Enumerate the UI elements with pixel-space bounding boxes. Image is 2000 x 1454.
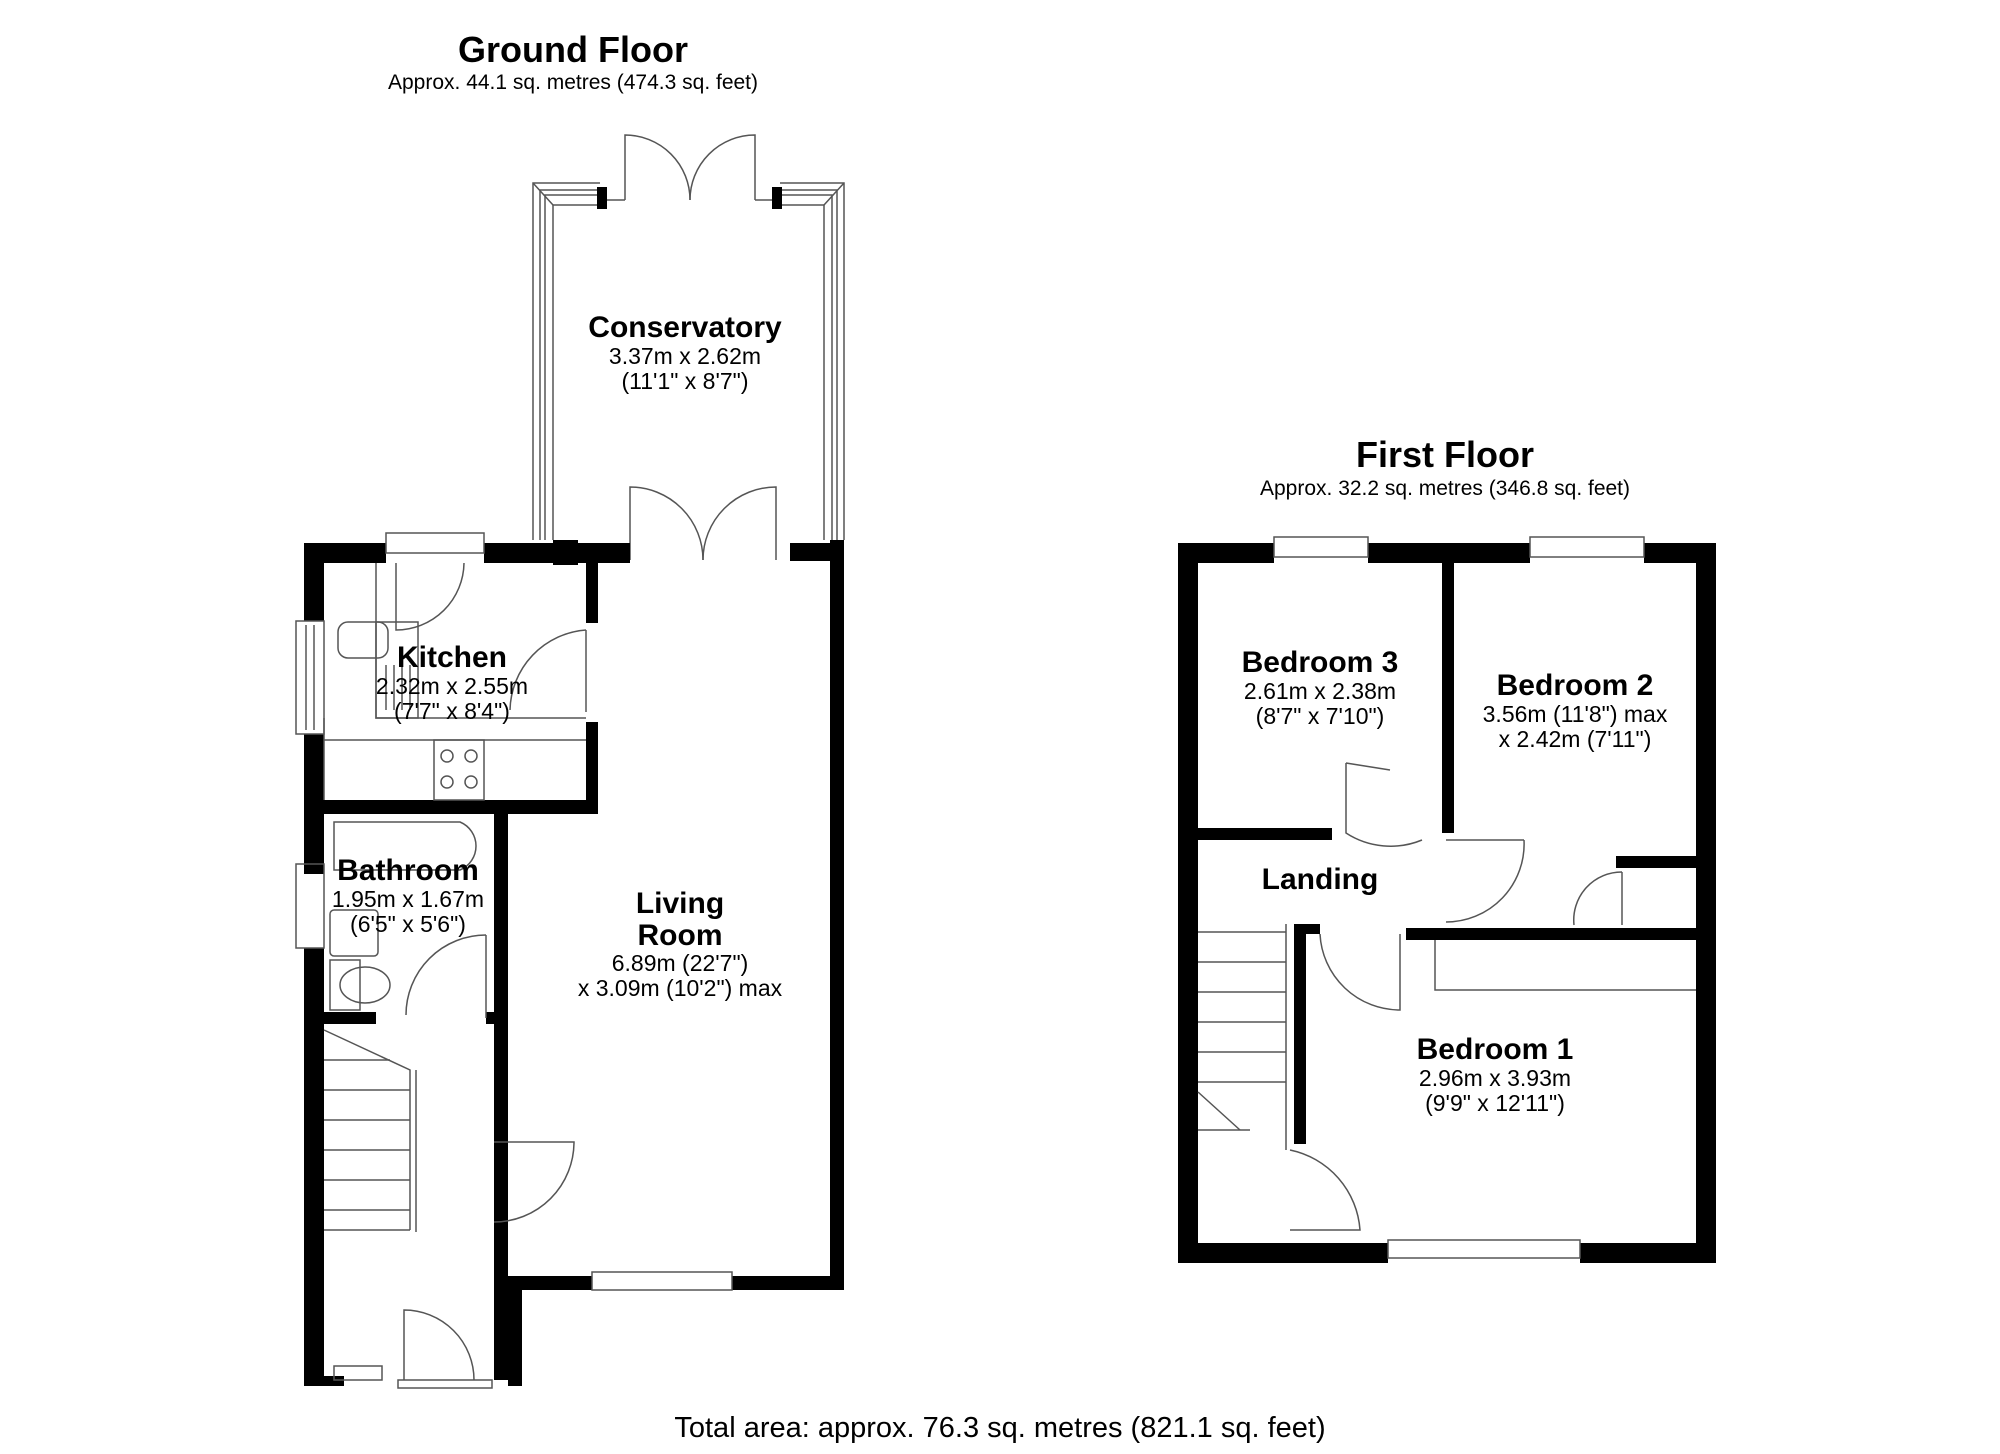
room-dimensions-width: x 2.42m (7'11") <box>1498 725 1652 752</box>
window-icon <box>1273 536 1369 558</box>
room-name: Landing <box>1261 863 1379 896</box>
room-dimensions-width: x 3.09m (10'2") max <box>577 975 783 1002</box>
ground-floor-area: Approx. 44.1 sq. metres (474.3 sq. feet) <box>387 71 759 94</box>
room-name: Bedroom 1 <box>1416 1033 1574 1066</box>
room-dimensions-metric: 1.95m x 1.67m <box>331 885 485 912</box>
room-label-living-room: Living Room 6.89m (22'7") x 3.09m (10'2"… <box>540 888 820 1002</box>
room-label-bedroom-3: Bedroom 3 2.61m x 2.38m (8'7" x 7'10") <box>1220 647 1420 729</box>
room-name: Bedroom 2 <box>1496 669 1654 702</box>
ground-floor-walls <box>304 540 844 1386</box>
room-name-line2: Room <box>637 918 723 952</box>
staircase-icon <box>1197 924 1287 1150</box>
room-name: Bathroom <box>337 854 479 887</box>
window-icon <box>295 863 325 949</box>
room-dimensions-imperial: (9'9" x 12'11") <box>1425 1089 1565 1116</box>
room-dimensions-max: 3.56m (11'8") max <box>1482 700 1668 727</box>
room-name: Kitchen <box>396 641 507 674</box>
conservatory-glazing <box>532 182 845 540</box>
room-label-bedroom-2: Bedroom 2 3.56m (11'8") max x 2.42m (7'1… <box>1455 670 1695 752</box>
window-icon <box>333 1365 383 1381</box>
room-dimensions-metric: 2.96m x 3.93m <box>1418 1064 1572 1091</box>
first-floor-walls <box>1178 543 1716 1263</box>
room-label-bedroom-1: Bedroom 1 2.96m x 3.93m (9'9" x 12'11") <box>1385 1034 1605 1116</box>
door-icon <box>1289 1149 1361 1231</box>
room-dimensions-imperial: (11'1" x 8'7") <box>621 367 749 394</box>
first-floor-area: Approx. 32.2 sq. metres (346.8 sq. feet) <box>1259 477 1631 500</box>
room-name: Conservatory <box>588 311 782 344</box>
hob-icon <box>433 739 485 801</box>
first-floor-fixtures <box>1197 536 1696 1259</box>
total-area: Total area: approx. 76.3 sq. metres (821… <box>674 1412 1326 1444</box>
room-dimensions-metric: 2.61m x 2.38m <box>1243 677 1397 704</box>
front-door-icon <box>403 1309 475 1381</box>
room-dimensions-length: 6.89m (22'7") <box>611 950 749 976</box>
door-icon <box>493 1141 575 1223</box>
room-label-bathroom: Bathroom 1.95m x 1.67m (6'5" x 5'6") <box>318 855 498 937</box>
door-icon <box>1572 871 1623 926</box>
ground-floor-fixtures <box>295 532 733 1389</box>
window-icon <box>591 1271 733 1291</box>
door-icon <box>405 934 487 1016</box>
room-label-kitchen: Kitchen 2.32m x 2.55m (7'7" x 8'4") <box>352 642 552 724</box>
window-icon <box>295 620 325 735</box>
room-dimensions-metric: 2.32m x 2.55m <box>375 672 529 699</box>
room-dimensions-imperial: (6'5" x 5'6") <box>350 910 466 937</box>
room-name: Bedroom 3 <box>1241 646 1399 679</box>
toilet-icon <box>339 966 391 1004</box>
room-label-conservatory: Conservatory 3.37m x 2.62m (11'1" x 8'7"… <box>545 312 825 394</box>
staircase-icon <box>323 1029 417 1232</box>
bath-icon <box>333 821 477 871</box>
room-dimensions-imperial: (7'7" x 8'4") <box>394 697 510 724</box>
french-doors-icon <box>607 134 772 201</box>
basin-icon <box>329 909 379 957</box>
first-floor-title: First Floor <box>1356 434 1534 475</box>
door-icon <box>1345 763 1423 847</box>
window-icon <box>385 532 485 554</box>
window-icon <box>1529 536 1645 558</box>
room-dimensions-metric: 3.37m x 2.62m <box>608 342 762 369</box>
door-icon <box>509 629 587 711</box>
french-doors-icon <box>629 486 777 561</box>
window-icon <box>1387 1239 1581 1259</box>
room-dimensions-imperial: (8'7" x 7'10") <box>1255 702 1385 729</box>
room-label-landing: Landing <box>1240 864 1400 896</box>
door-icon <box>395 562 465 631</box>
door-icon <box>1319 933 1401 1011</box>
sink-icon <box>337 621 389 659</box>
ground-floor-plan <box>532 134 845 561</box>
ground-floor-title: Ground Floor <box>458 29 688 70</box>
room-name-line1: Living <box>635 887 725 920</box>
door-icon <box>1445 839 1525 923</box>
